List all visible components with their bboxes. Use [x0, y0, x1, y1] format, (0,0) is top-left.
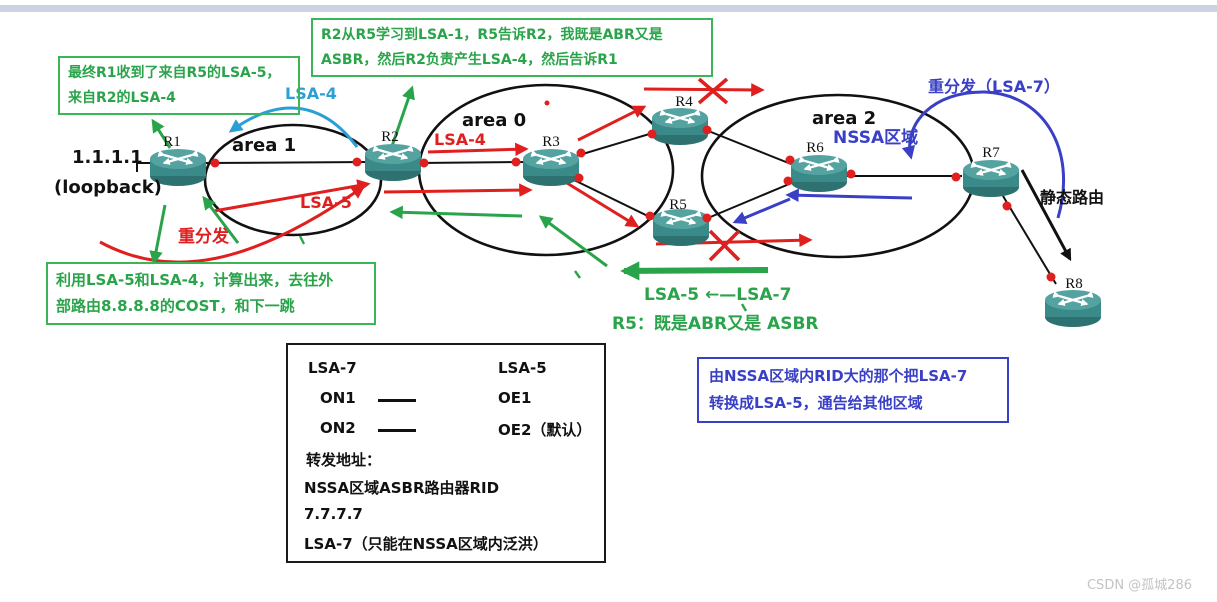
- note-line: 来自R2的LSA-4: [68, 89, 176, 106]
- router-r3-label: R3: [542, 134, 560, 150]
- legend-forward-label: 转发地址：: [306, 451, 382, 469]
- arrow-r3-to-r4: [577, 105, 647, 142]
- arrow-into-r1: [202, 195, 240, 244]
- watermark: CSDN @孤城286: [1086, 578, 1192, 593]
- note-line: 利用LSA-5和LSA-4，计算出来，去往外: [56, 271, 334, 289]
- pen-tick: [298, 235, 306, 245]
- note-r1-compute: 利用LSA-5和LSA-4，计算出来，去往外 部路由8.8.8.8的COST，和…: [46, 262, 376, 325]
- area0-label: area 0: [462, 110, 527, 131]
- nssa-region-label: NSSA区域: [833, 128, 919, 148]
- redistribute-lsa7-loop-arrow: [901, 90, 1065, 219]
- link-r5-r6: [707, 181, 795, 219]
- lsa5-arrow-area0: [383, 183, 533, 197]
- legend-lsa5-title: LSA-5: [498, 359, 547, 377]
- static-route-label: 静态路由: [1040, 188, 1105, 207]
- note-line: R2从R5学习到LSA-1，R5告诉R2，我既是ABR又是: [321, 27, 663, 43]
- interface-dots: [210, 100, 1056, 282]
- lsa-flow-left-2: [538, 215, 608, 268]
- area2-label: area 2: [812, 108, 877, 129]
- legend-oe2: OE2（默认）: [498, 421, 592, 439]
- router-r7-label: R7: [982, 145, 1000, 161]
- router-r1-label: R1: [163, 134, 181, 150]
- lsa5-red-label: LSA-5: [300, 193, 352, 212]
- note-r1-result: 最终R1收到了来自R5的LSA-5， 来自R2的LSA-4: [58, 56, 300, 115]
- redistribute-lsa7-label: 重分发（LSA-7）: [928, 77, 1060, 96]
- note-nssa-translate: 由NSSA区域内RID大的那个把LSA-7 转换成LSA-5，通告给其他区域: [697, 357, 1009, 423]
- router-r3-icon: [523, 149, 579, 186]
- arrow-r3-to-r5: [561, 178, 640, 228]
- area1-label: area 1: [232, 135, 297, 156]
- router-r4-icon: [652, 108, 708, 145]
- note-line: 由NSSA区域内RID大的那个把LSA-7: [709, 367, 968, 385]
- legend-oe1: OE1: [498, 389, 532, 407]
- link-r2-r3: [417, 161, 529, 164]
- pen-tick: [740, 303, 748, 312]
- note-line: 部路由8.8.8.8的COST，和下一跳: [56, 297, 295, 316]
- router-r6-icon: [791, 155, 847, 192]
- legend-on1: ON1: [320, 389, 356, 407]
- router-r6-label: R6: [806, 140, 824, 156]
- lsa7-arrow-in-area2-2: [732, 197, 791, 225]
- router-r2-label: R2: [381, 129, 399, 145]
- lsa7-flow-thick-arrow: [620, 261, 769, 281]
- router-r8-icon: [1045, 290, 1101, 327]
- arrow-r1-to-bottom-note: [149, 204, 167, 265]
- link-r7-r8: [1002, 195, 1057, 285]
- legend-forward-value: NSSA区域ASBR路由器RID: [304, 479, 500, 497]
- note-line: 最终R1收到了来自R5的LSA-5，: [68, 65, 281, 81]
- legend-flood-note: LSA-7（只能在NSSA区域内泛洪）: [304, 535, 548, 553]
- loopback-ip-label: 1.1.1.1: [72, 147, 143, 168]
- blocked-arrow-top: [643, 83, 765, 97]
- router-r8-label: R8: [1065, 276, 1083, 292]
- pen-dot: [544, 100, 550, 106]
- lsa4-arrow-r2-r3: [427, 142, 529, 157]
- note-line: ASBR，然后R2负责产生LSA-4，然后告诉R1: [321, 51, 618, 68]
- arrow-r1-to-top-note: [151, 118, 172, 149]
- redistribute-curve-arrow: [99, 185, 366, 264]
- legend-dash-icon: [378, 429, 416, 432]
- note-line: 转换成LSA-5，通告给其他区域: [709, 394, 923, 412]
- legend-lsa7-title: LSA-7: [308, 359, 357, 377]
- legend-dash-icon: [378, 399, 416, 402]
- lsa4-red-label: LSA-4: [434, 130, 486, 149]
- page-top-bar: [0, 5, 1217, 12]
- note-r2-learn: R2从R5学习到LSA-1，R5告诉R2，我既是ABR又是 ASBR，然后R2负…: [311, 18, 713, 77]
- r5-role-label: R5：既是ABR又是 ASBR: [612, 314, 819, 334]
- lsa7-arrow-in-area2-1: [785, 188, 913, 203]
- link-r4-r6: [705, 129, 797, 167]
- pen-tick: [574, 270, 581, 279]
- router-r4-label: R4: [675, 94, 693, 110]
- lsa5-from-lsa7-label: LSA-5 ←—LSA-7: [644, 285, 792, 305]
- legend-forward-ip: 7.7.7.7: [304, 505, 363, 523]
- router-r7-icon: [963, 160, 1019, 197]
- lsa4-arrow-r2-r1: [228, 106, 359, 148]
- link-r1-r2: [204, 161, 371, 164]
- x-mark-top-icon: [697, 77, 729, 105]
- link-r3-r4: [575, 131, 657, 157]
- lsa-flow-left-1: [389, 205, 523, 220]
- redistribute-label: 重分发: [178, 227, 229, 247]
- legend-box: LSA-7 LSA-5 ON1 OE1 ON2 OE2（默认） 转发地址： NS…: [286, 343, 606, 563]
- router-r5-icon: [653, 209, 709, 246]
- green-arrows: [149, 85, 769, 312]
- blue-arrows: [732, 90, 1065, 225]
- static-route-arrow: [1020, 169, 1072, 262]
- legend-on2: ON2: [320, 419, 356, 437]
- physical-links: [136, 129, 1057, 285]
- router-r2-icon: [365, 144, 421, 181]
- link-r3-r5: [573, 179, 657, 221]
- lsa4-cyan-label: LSA-4: [285, 84, 337, 103]
- block-x-marks: [697, 77, 741, 262]
- loopback-label: (loopback): [54, 177, 162, 198]
- lsa5-arrow-area1: [213, 179, 371, 213]
- x-mark-bottom-icon: [708, 229, 741, 262]
- arrow-r2-to-note: [388, 85, 415, 153]
- router-r5-label: R5: [669, 197, 687, 213]
